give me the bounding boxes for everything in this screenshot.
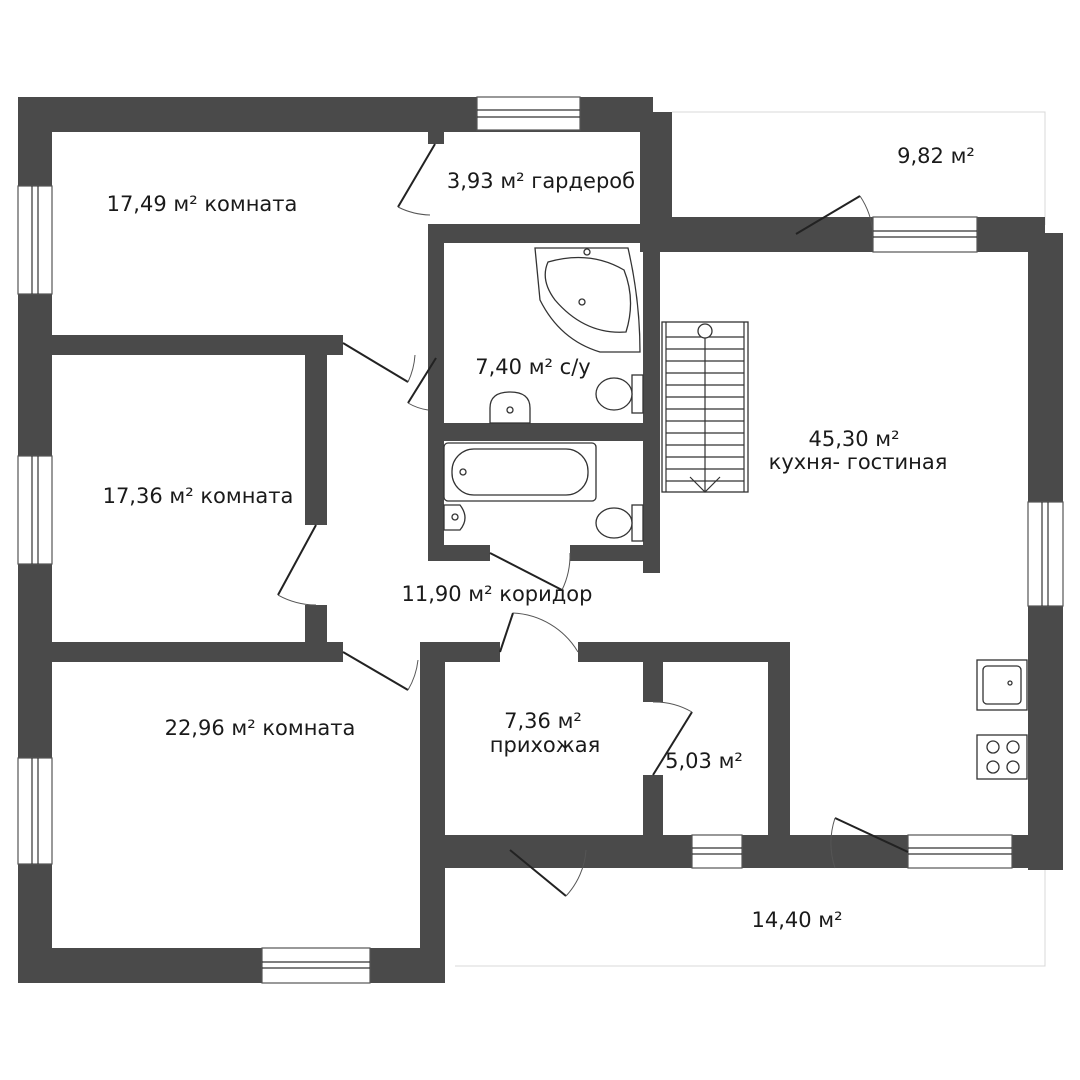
door-hall xyxy=(499,612,579,653)
terrace-bottom-label: 14,40 м² xyxy=(751,908,842,932)
window-top-closet xyxy=(476,96,581,131)
hall-name-label: прихожая xyxy=(490,733,600,757)
room3-label: 22,96 м² комната xyxy=(165,716,356,740)
bathtub-icon xyxy=(443,442,597,502)
window-bottom-room3 xyxy=(261,947,371,984)
room1-label: 17,49 м² комната xyxy=(107,192,298,216)
toilet2-icon xyxy=(595,504,644,542)
corner-bathtub-icon xyxy=(534,247,641,353)
closet-label: 3,93 м² гардероб xyxy=(447,169,635,193)
door-room2 xyxy=(277,524,317,606)
door-bath2 xyxy=(489,552,571,591)
sink-icon xyxy=(489,391,531,424)
staircase xyxy=(661,321,749,493)
door-room1-corridor xyxy=(342,342,416,383)
window-kitchen-top xyxy=(872,216,978,253)
window-storage-bottom xyxy=(691,834,743,869)
kitchen-area-label: 45,30 м² xyxy=(808,427,899,451)
window-kitchen-right xyxy=(1027,501,1064,607)
window-left-room3 xyxy=(17,757,53,865)
bath1-label: 7,40 м² с/у xyxy=(475,355,590,379)
stove-icon xyxy=(976,734,1028,780)
door-kitchen-bottom xyxy=(830,817,909,869)
door-bath1 xyxy=(407,357,437,411)
windows xyxy=(17,96,1064,984)
corridor-label: 11,90 м² коридор xyxy=(402,582,593,606)
kitchen-name-label: кухня- гостиная xyxy=(769,450,948,474)
door-storage xyxy=(652,701,693,776)
fixtures xyxy=(443,247,1028,780)
window-left-room1 xyxy=(17,185,53,295)
kitchen-sink-icon xyxy=(976,659,1028,711)
door-room1 xyxy=(397,143,436,216)
storage-label: 5,03 м² xyxy=(665,749,743,773)
terrace-top-label: 9,82 м² xyxy=(897,144,975,168)
window-left-room2 xyxy=(17,455,53,565)
door-room3 xyxy=(342,651,419,691)
doors xyxy=(277,143,909,897)
sink2-icon xyxy=(443,504,466,531)
door-kitchen-top xyxy=(795,195,874,235)
terraces xyxy=(455,111,1046,967)
room2-label: 17,36 м² комната xyxy=(103,484,294,508)
door-entrance xyxy=(509,849,587,897)
window-kitchen-bottom xyxy=(907,834,1013,869)
toilet-icon xyxy=(595,374,644,414)
hall-area-label: 7,36 м² xyxy=(504,709,582,733)
room-labels: 17,49 м² комната 3,93 м² гардероб 9,82 м… xyxy=(103,144,975,932)
